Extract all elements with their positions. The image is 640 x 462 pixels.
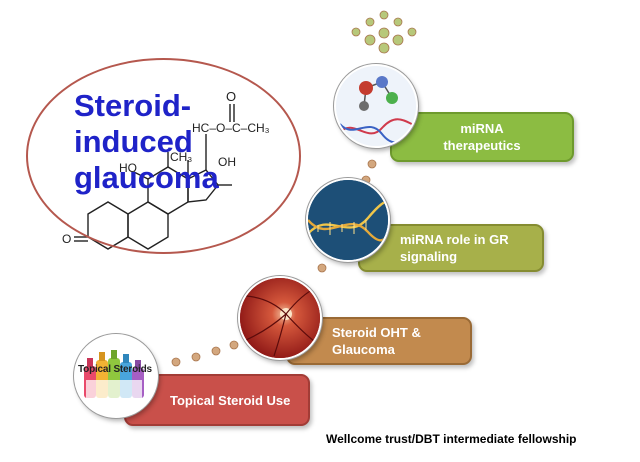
topical-steroids-label: Topical Steroids <box>78 364 152 375</box>
connector-dot <box>379 10 389 20</box>
ketone-label: O <box>62 232 71 246</box>
connector-dot <box>317 263 327 273</box>
fellowship-footer: Wellcome trust/DBT intermediate fellowsh… <box>326 432 577 446</box>
connector-dot <box>191 352 201 362</box>
step-mirna-therapeutics: miRNA therapeutics <box>390 112 574 162</box>
connector-dot <box>378 27 390 39</box>
step-label: miRNA role in GR signaling <box>400 232 509 264</box>
connector-dot <box>393 17 403 27</box>
connector-dot <box>211 346 221 356</box>
connector-dot <box>365 17 375 27</box>
connector-dot <box>364 34 376 46</box>
diagram-title: Steroid- induced glaucoma <box>74 88 219 195</box>
connector-dot <box>367 159 377 169</box>
connector-dot <box>378 42 390 54</box>
connector-dot <box>229 340 239 350</box>
molecule-dna-image <box>334 64 418 148</box>
connector-dot <box>171 357 181 367</box>
title-oval <box>26 58 301 254</box>
step-label: Steroid OHT & Glaucoma <box>332 325 421 357</box>
connector-dot <box>351 27 361 37</box>
step-mirna-gr-signaling: miRNA role in GR signaling <box>358 224 544 272</box>
connector-dot <box>392 34 404 46</box>
topical-steroids-bottles-image <box>74 334 158 418</box>
retina-image <box>238 276 322 360</box>
step-label: Topical Steroid Use <box>170 392 291 408</box>
step-label: miRNA therapeutics <box>443 121 521 153</box>
connector-dot <box>407 27 417 37</box>
dna-helix-image <box>306 178 390 262</box>
